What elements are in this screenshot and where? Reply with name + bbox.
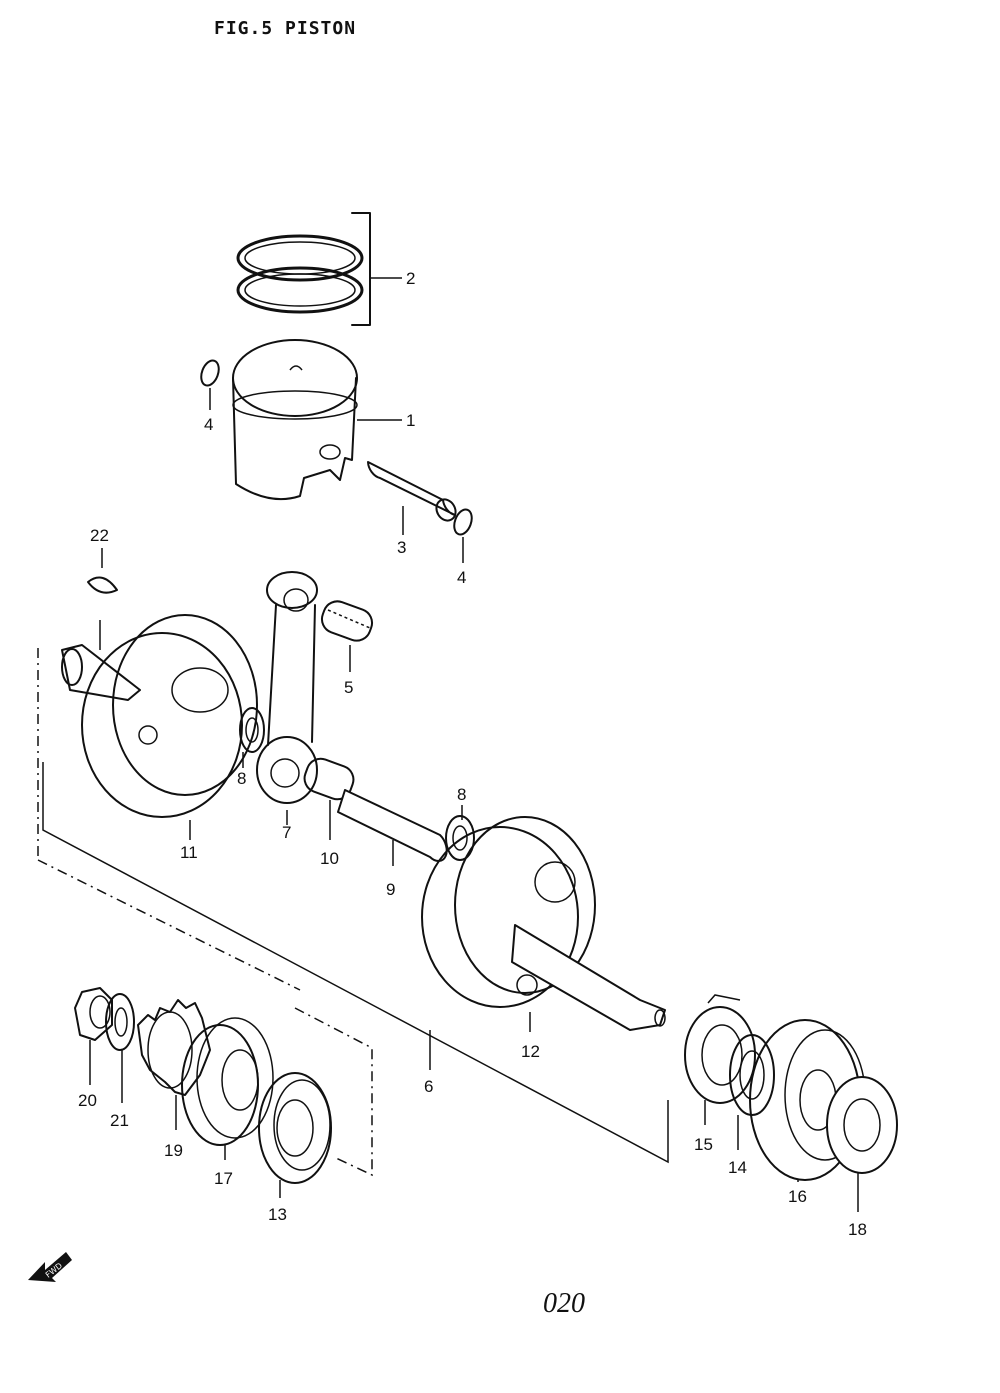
label-1: 1 <box>406 411 415 430</box>
label-14: 14 <box>728 1158 747 1177</box>
crank-pin[interactable] <box>337 789 448 866</box>
circlip-right[interactable] <box>451 507 475 563</box>
label-16: 16 <box>788 1187 807 1206</box>
label-15: 15 <box>694 1135 713 1154</box>
primary-drive-gear[interactable] <box>137 999 211 1130</box>
label-5: 5 <box>344 678 353 697</box>
label-2: 2 <box>406 269 415 288</box>
label-4b: 4 <box>457 568 466 587</box>
crankshaft-assembly-bracket <box>37 648 669 1177</box>
small-end-bearing[interactable] <box>318 597 376 672</box>
label-22: 22 <box>90 526 109 545</box>
label-21: 21 <box>110 1111 129 1130</box>
label-9: 9 <box>386 880 395 899</box>
page-number: 020 <box>543 1288 585 1319</box>
crank-web-right[interactable] <box>421 816 666 1032</box>
connecting-rod[interactable] <box>256 571 318 825</box>
bearing-left[interactable] <box>181 1017 274 1160</box>
big-end-bearing[interactable] <box>301 755 358 840</box>
label-18: 18 <box>848 1220 867 1239</box>
label-13: 13 <box>268 1205 287 1224</box>
label-10: 10 <box>320 849 339 868</box>
oil-seal-right[interactable] <box>826 1076 898 1212</box>
thrust-washer-right[interactable] <box>445 805 475 861</box>
piston[interactable] <box>232 339 402 501</box>
forward-arrow-icon: FWD <box>28 1252 72 1282</box>
crankshaft-nut[interactable] <box>74 987 113 1085</box>
label-8a: 8 <box>237 769 246 788</box>
label-7: 7 <box>282 823 291 842</box>
label-4a: 4 <box>204 415 213 434</box>
label-6: 6 <box>424 1077 433 1096</box>
label-8b: 8 <box>457 785 466 804</box>
oil-seal-left[interactable] <box>258 1072 332 1198</box>
label-20: 20 <box>78 1091 97 1110</box>
woodruff-key[interactable] <box>87 548 118 650</box>
lock-washer[interactable] <box>105 993 135 1103</box>
figure-title: FIG.5 PISTON <box>214 18 357 39</box>
label-11: 11 <box>180 843 198 862</box>
collar[interactable] <box>729 1034 775 1150</box>
label-3: 3 <box>397 538 406 557</box>
piston-pin[interactable] <box>367 461 459 535</box>
thrust-washer-left[interactable] <box>239 707 265 768</box>
label-19: 19 <box>164 1141 183 1160</box>
shim[interactable] <box>684 994 756 1125</box>
label-12: 12 <box>521 1042 540 1061</box>
piston-rings[interactable] <box>236 212 402 326</box>
circlip-left[interactable] <box>198 358 222 410</box>
label-17: 17 <box>214 1169 233 1188</box>
crank-web-left[interactable] <box>61 614 258 840</box>
